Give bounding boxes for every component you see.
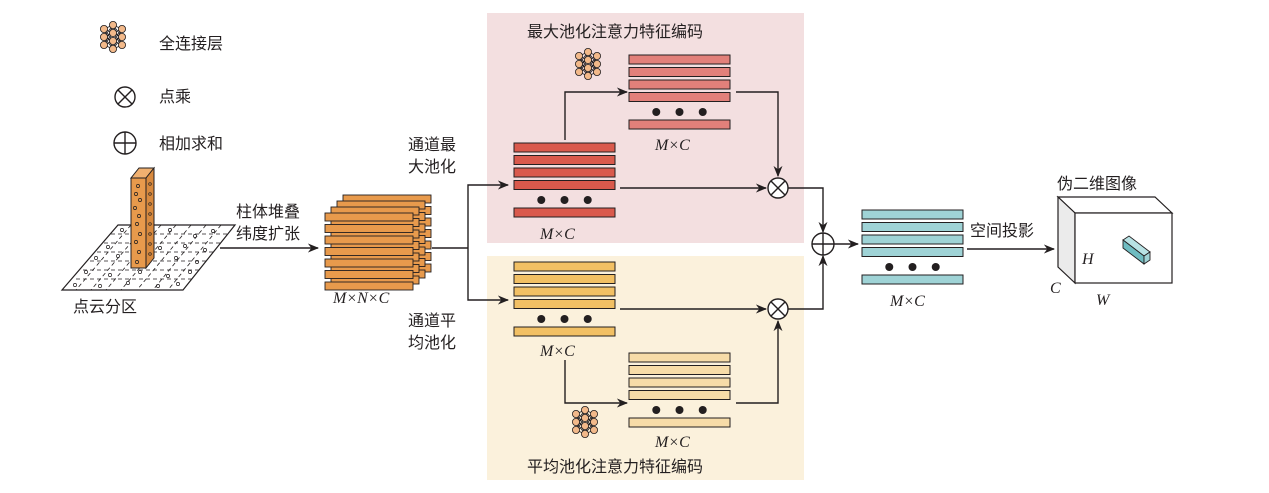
max-attn-down-arrow [736,91,783,178]
feature-bar [861,247,964,257]
feature-bar [513,326,616,337]
ellipsis-dot [537,196,546,204]
ellipsis-dot [583,196,592,204]
pillar-tensor-stack [324,194,432,291]
feature-bar [513,299,616,309]
tensor-bar [324,235,414,245]
pseudo-image-title: 伪二维图像 [1057,174,1137,193]
feature-bar [628,79,731,90]
feature-bar [628,417,731,428]
feature-bar [628,352,731,363]
avg-pooled-dims: M×C [539,343,575,360]
feature-bar [628,377,731,388]
ellipsis-dot [652,108,661,116]
ellipsis-dot [675,108,684,116]
avg-panel-title: 平均池化注意力特征编码 [527,457,703,476]
avg-pooled-features [513,261,616,337]
to-avg-arrow [467,248,510,305]
projection-label: 空间投影 [970,221,1034,240]
pseudo-image-box [1056,195,1174,285]
legend-fc-label: 全连接层 [159,34,223,53]
max-pooled-features [513,142,616,218]
legend: 全连接层 点乘 相加求和 [100,20,223,155]
add-icon [113,131,137,155]
feature-bar [513,261,616,272]
ellipsis-dot [560,315,569,323]
max-encoded-features [628,54,731,130]
fused-dims: M×C [889,293,925,310]
max-pooled-dims: M×C [539,226,575,243]
feature-bar [513,167,616,178]
avg-to-sum-arrow [788,254,828,310]
ellipsis-dot [698,406,707,414]
feature-bar [513,286,616,297]
max-pool-label-line2: 大池化 [408,157,456,176]
ellipsis-dot [885,263,894,271]
to-max-arrow [467,180,510,248]
feature-bar [861,274,964,285]
avg-pool-label-line2: 均池化 [408,333,456,352]
point-cloud-label: 点云分区 [73,297,137,316]
ellipsis-dot [675,406,684,414]
feature-bar [628,54,731,65]
feature-bar [628,119,731,130]
feature-bar [628,365,731,375]
tensor-bar [324,270,414,279]
axis-c-label: C [1050,280,1061,297]
tensor-bar [324,281,414,291]
feature-bar [861,209,964,220]
stack-dims-label: M×N×C [332,290,390,307]
ellipsis-dot [583,315,592,323]
legend-add-label: 相加求和 [159,134,223,153]
feature-bar [513,274,616,284]
feature-bar [513,180,616,190]
multiply-icon [114,86,136,108]
feature-bar [513,142,616,153]
avg-to-fc-arrow [564,360,629,408]
sum-node [811,232,835,256]
stack-label-line2: 纬度扩张 [236,224,300,243]
feature-bar [513,155,616,165]
stack-label-line1: 柱体堆叠 [236,202,300,221]
ellipsis-dot [931,263,940,271]
avg-encoded-dims: M×C [654,434,690,451]
feature-bar [861,222,964,232]
fully-connected-icon [100,20,126,53]
ellipsis-dot [698,108,707,116]
max-encoded-dims: M×C [654,137,690,154]
pillar [129,166,156,270]
tensor-bar [324,224,414,233]
max-pool-label-line1: 通道最 [408,135,456,154]
axis-w-label: W [1096,292,1111,309]
ellipsis-dot [560,196,569,204]
avg-encoded-features [628,352,731,428]
max-to-sum-arrow [788,187,828,234]
axis-h-label: H [1081,251,1095,268]
max-multiply-node [767,177,789,199]
feature-bar [628,67,731,77]
max-panel-title: 最大池化注意力特征编码 [527,22,703,41]
max-to-fc-arrow [564,87,629,140]
ellipsis-dot [652,406,661,414]
ellipsis-dot [908,263,917,271]
fused-features [861,209,964,285]
tensor-bar [324,212,414,222]
feature-bar [628,92,731,102]
feature-bar [861,234,964,245]
tensor-bar [324,247,414,256]
tensor-bar [324,258,414,268]
feature-bar [628,390,731,400]
avg-attn-up-arrow [736,319,783,404]
feature-bar [513,207,616,218]
legend-mul-label: 点乘 [159,87,191,106]
ellipsis-dot [537,315,546,323]
avg-pool-label-line1: 通道平 [408,311,456,330]
avg-multiply-node [767,298,789,320]
